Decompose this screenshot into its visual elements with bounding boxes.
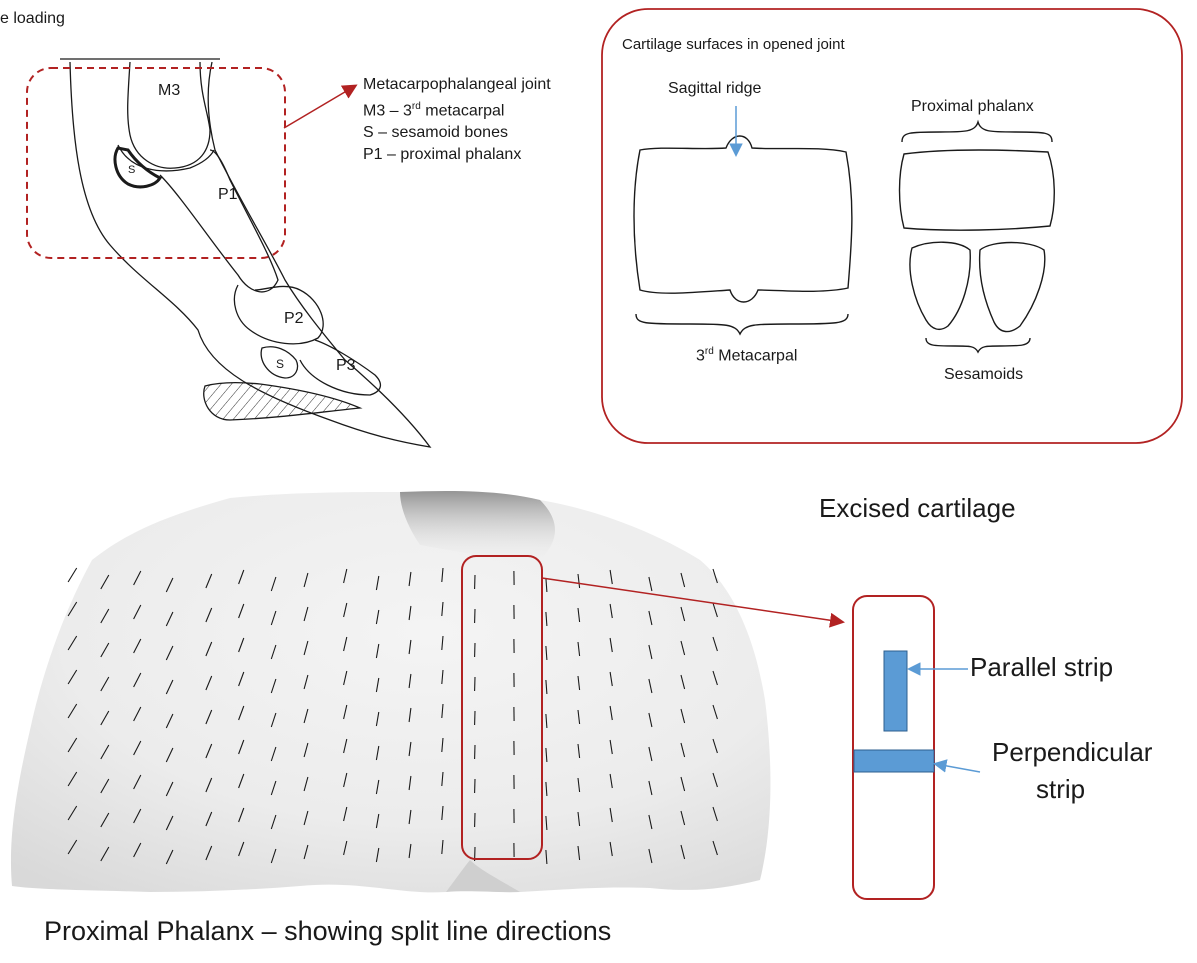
label-sagittal-ridge: Sagittal ridge	[668, 80, 761, 98]
label-p3: P3	[336, 357, 356, 375]
enlarged-strip-box	[853, 596, 934, 899]
label-proximal-phalanx: Proximal phalanx	[911, 98, 1034, 116]
cartilage-surfaces-panel	[602, 9, 1182, 443]
metacarpal-brace	[636, 314, 848, 334]
label-m3: M3	[158, 82, 180, 100]
sesamoid-left-surface	[910, 242, 970, 329]
label-perpendicular-line1: Perpendicular	[992, 737, 1152, 768]
proximal-phalanx-surface	[900, 150, 1055, 230]
cropped-top-text: e loading	[0, 10, 65, 28]
label-3rd-metacarpal: 3rd Metacarpal	[696, 346, 797, 365]
p1-bone-outline	[160, 150, 278, 292]
split-line-mark	[68, 568, 77, 582]
figure-caption: Proximal Phalanx – showing split line di…	[44, 916, 611, 947]
cartilage-panel-title: Cartilage surfaces in opened joint	[622, 36, 845, 53]
sesamoid-right-surface	[980, 243, 1045, 332]
label-p2: P2	[284, 310, 304, 328]
metacarpal-surface	[634, 136, 852, 302]
legend-line-joint: Metacarpophalangeal joint	[363, 74, 551, 96]
parallel-strip	[884, 651, 907, 731]
label-sesamoids: Sesamoids	[944, 366, 1023, 384]
proximal-phalanx-specimen	[11, 492, 770, 893]
legend-line-p1: P1 – proximal phalanx	[363, 144, 551, 166]
sesamoid-outline	[115, 148, 160, 187]
label-perpendicular-line2: strip	[1036, 774, 1085, 805]
label-sesamoid: S	[128, 164, 135, 176]
p2-bone-outline	[234, 285, 323, 344]
label-p1: P1	[218, 186, 238, 204]
perpendicular-strip	[854, 750, 934, 772]
sesamoids-brace	[926, 338, 1030, 352]
label-excised-cartilage: Excised cartilage	[819, 493, 1016, 524]
joint-dashed-box	[27, 68, 285, 258]
label-parallel-strip: Parallel strip	[970, 652, 1113, 683]
proximal-phalanx-brace	[902, 122, 1052, 142]
label-sesamoid-distal: S	[276, 357, 284, 371]
perpendicular-strip-arrow	[936, 764, 980, 772]
legend-line-s: S – sesamoid bones	[363, 122, 551, 144]
cartilage-shapes	[634, 122, 1054, 352]
joint-callout-arrow	[284, 86, 355, 128]
m3-bone-outline	[128, 62, 210, 168]
joint-legend: Metacarpophalangeal joint M3 – 3rd metac…	[363, 74, 551, 166]
legend-line-m3: M3 – 3rd metacarpal	[363, 96, 551, 122]
